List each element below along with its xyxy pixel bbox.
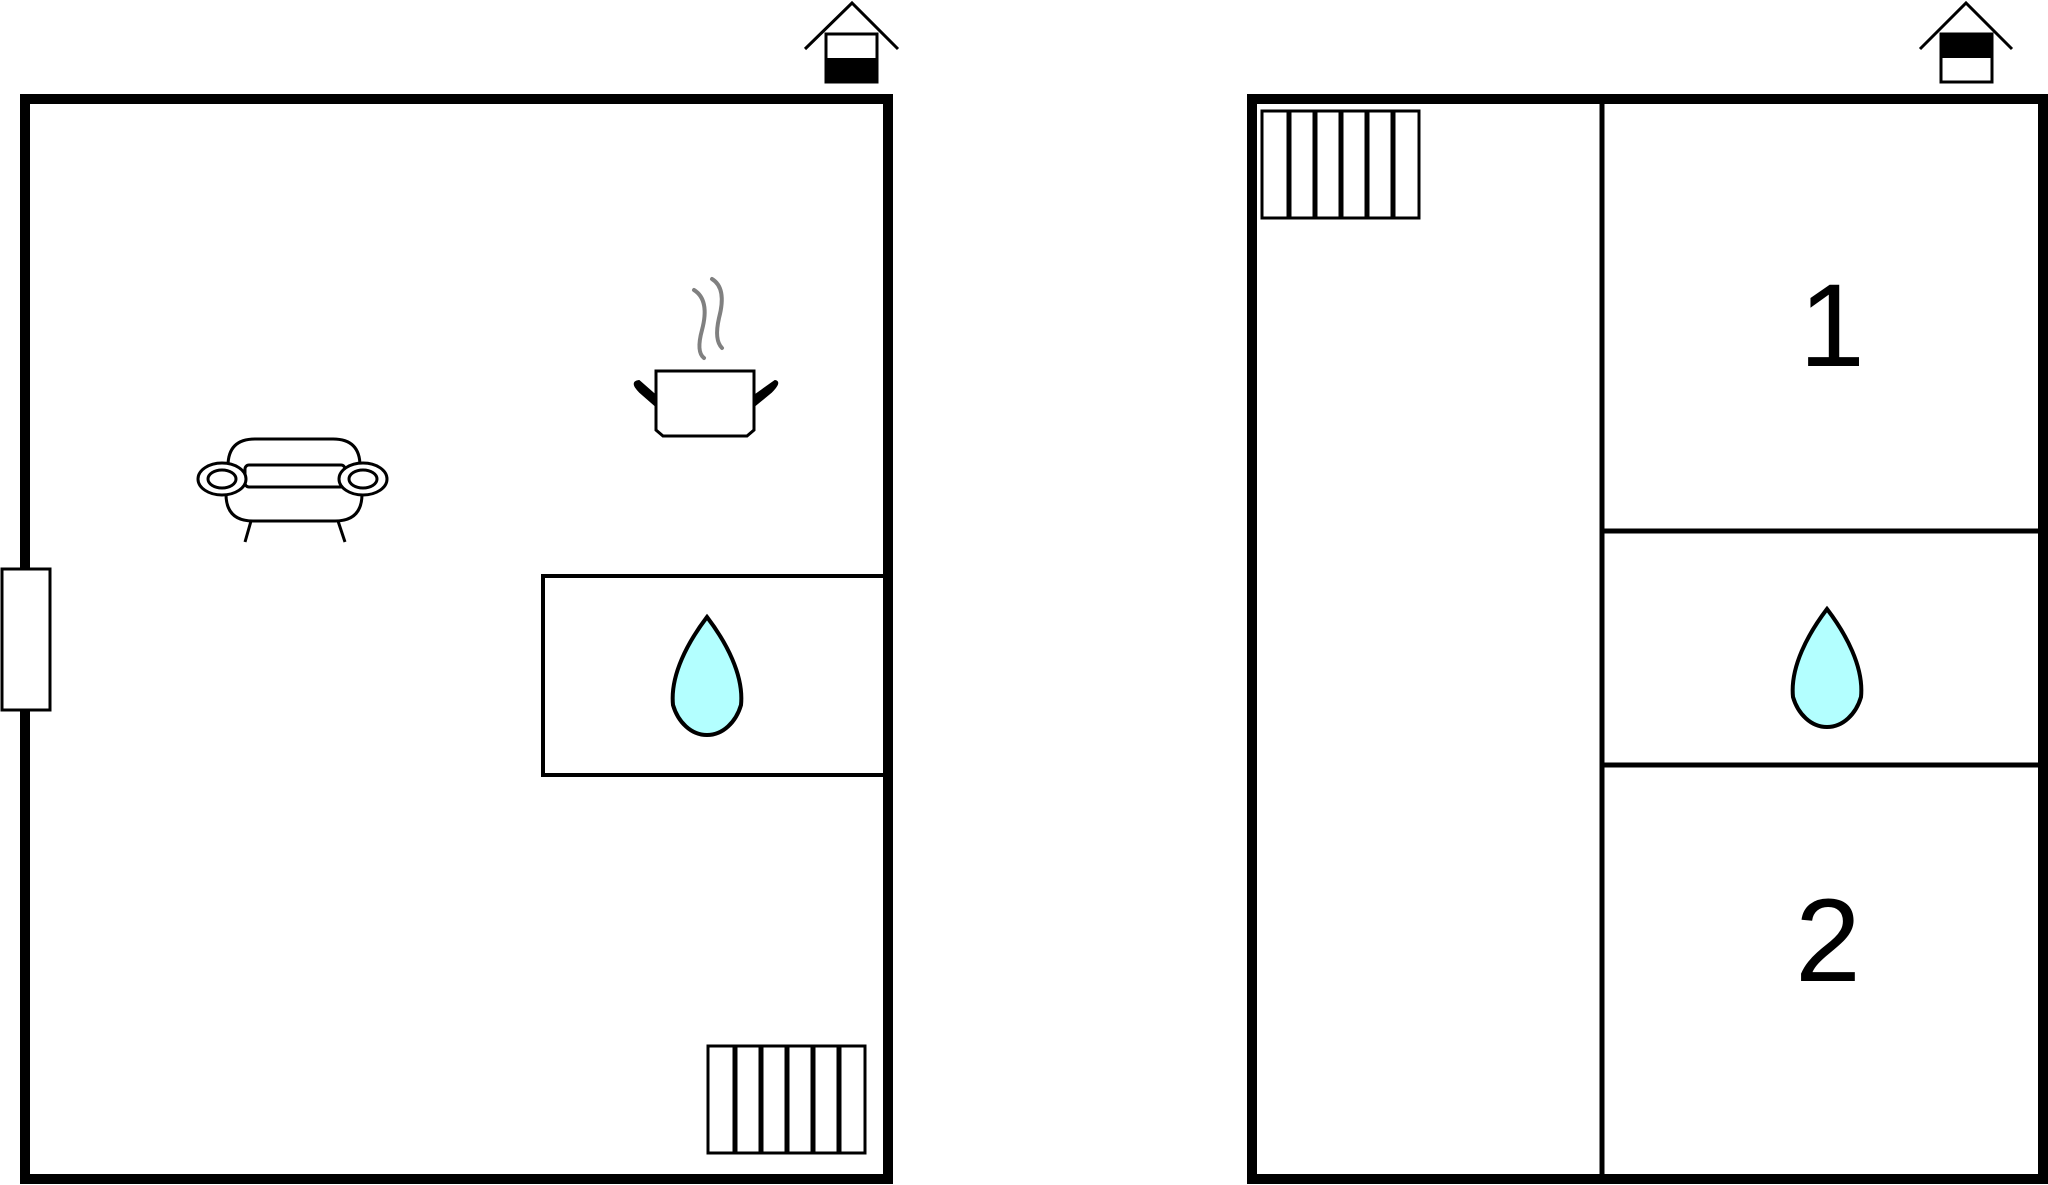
bedroom-1-label: 1 — [1799, 260, 1865, 392]
cooking-pot-icon — [633, 277, 779, 438]
water-drop-icon — [670, 613, 744, 738]
house-level-icon — [803, 0, 900, 84]
bedroom-2-label: 2 — [1795, 875, 1861, 1007]
upper-floor-outer-wall — [1247, 94, 2048, 1184]
stairs-icon — [706, 1044, 867, 1155]
door-icon — [0, 567, 52, 712]
stairs-icon — [1260, 109, 1421, 220]
ground-floor-plan — [0, 0, 900, 1184]
upper-floor-plan: 1 2 — [1247, 0, 2048, 1184]
house-level-icon — [1918, 0, 2014, 84]
sofa-icon — [196, 437, 389, 543]
water-drop-icon — [1790, 605, 1864, 730]
